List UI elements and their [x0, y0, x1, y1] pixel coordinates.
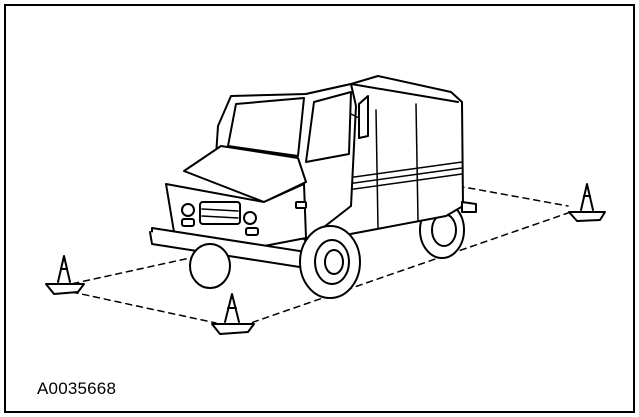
side-window	[305, 91, 352, 163]
delivery-van	[149, 75, 477, 299]
hood	[183, 145, 307, 203]
dashed-boundary-line	[61, 185, 569, 327]
windshield	[227, 97, 305, 157]
headlight-left	[181, 203, 195, 217]
figure-code: A0035668	[37, 379, 117, 398]
headlight-right	[243, 211, 257, 225]
front-wheel-left	[189, 243, 231, 289]
traffic-cone	[211, 293, 255, 335]
figure-frame: A0035668	[4, 4, 635, 413]
front-wheel-right	[299, 225, 361, 299]
traffic-cone	[568, 183, 606, 222]
grille	[199, 201, 241, 225]
side-mirror	[358, 95, 369, 139]
van-with-cones-illustration	[45, 75, 606, 335]
traffic-cone	[45, 255, 85, 295]
